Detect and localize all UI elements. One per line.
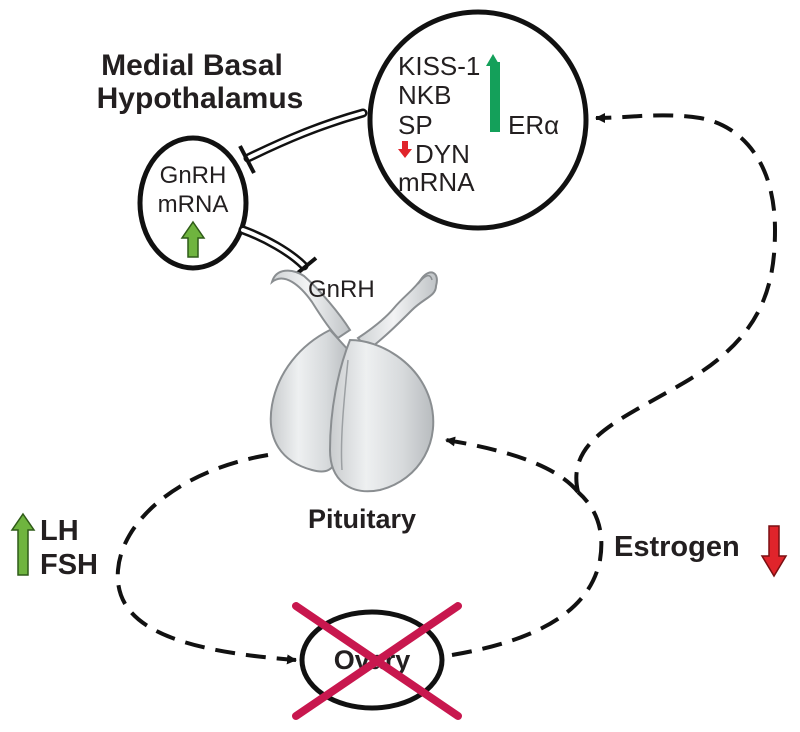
kiss1-label: KISS-1 (398, 51, 480, 81)
gnrh-mrna-label: mRNA (158, 191, 229, 218)
dyn-down-arrow-icon (398, 141, 412, 158)
pituitary-label: Pituitary (308, 504, 416, 534)
gnrh-axon-projection (238, 225, 318, 278)
estrogen-to-kisspeptin-feedback-path (574, 112, 778, 493)
estrogen-down-arrow-icon (760, 525, 788, 578)
er-alpha-label: ERα (508, 110, 559, 140)
gnrh-neuron-label: GnRH (160, 162, 227, 189)
gonadotropin-up-arrow-icon (10, 512, 36, 576)
pituitary-to-ovary-path (115, 453, 297, 665)
lh-label: LH (40, 515, 79, 547)
gnrh-up-arrow-icon (180, 220, 206, 258)
dyn-label: DYN (415, 139, 470, 169)
estrogen-to-pituitary-feedback-path (445, 436, 580, 494)
ovary-removed-cross-icon (292, 602, 462, 720)
kisspeptin-neuron-circle (367, 9, 589, 231)
pituitary-gland-illustration (269, 269, 438, 493)
sp-label: SP (398, 110, 433, 140)
kisspeptin-to-gnrh-projection (238, 108, 368, 174)
gnrh-release-label: GnRH (308, 276, 375, 303)
nkb-label: NKB (398, 80, 451, 110)
ovary-to-estrogen-path (451, 490, 604, 657)
hypothalamus-title-line1: Medial Basal (101, 49, 283, 82)
fsh-label: FSH (40, 549, 98, 581)
gnrh-neuron-ellipse (137, 135, 249, 271)
mrna-label: mRNA (398, 167, 475, 197)
estrogen-label: Estrogen (614, 531, 740, 563)
kisspeptin-increase-arrow-icon (490, 62, 500, 132)
hypothalamus-title-line2: Hypothalamus (97, 82, 304, 115)
